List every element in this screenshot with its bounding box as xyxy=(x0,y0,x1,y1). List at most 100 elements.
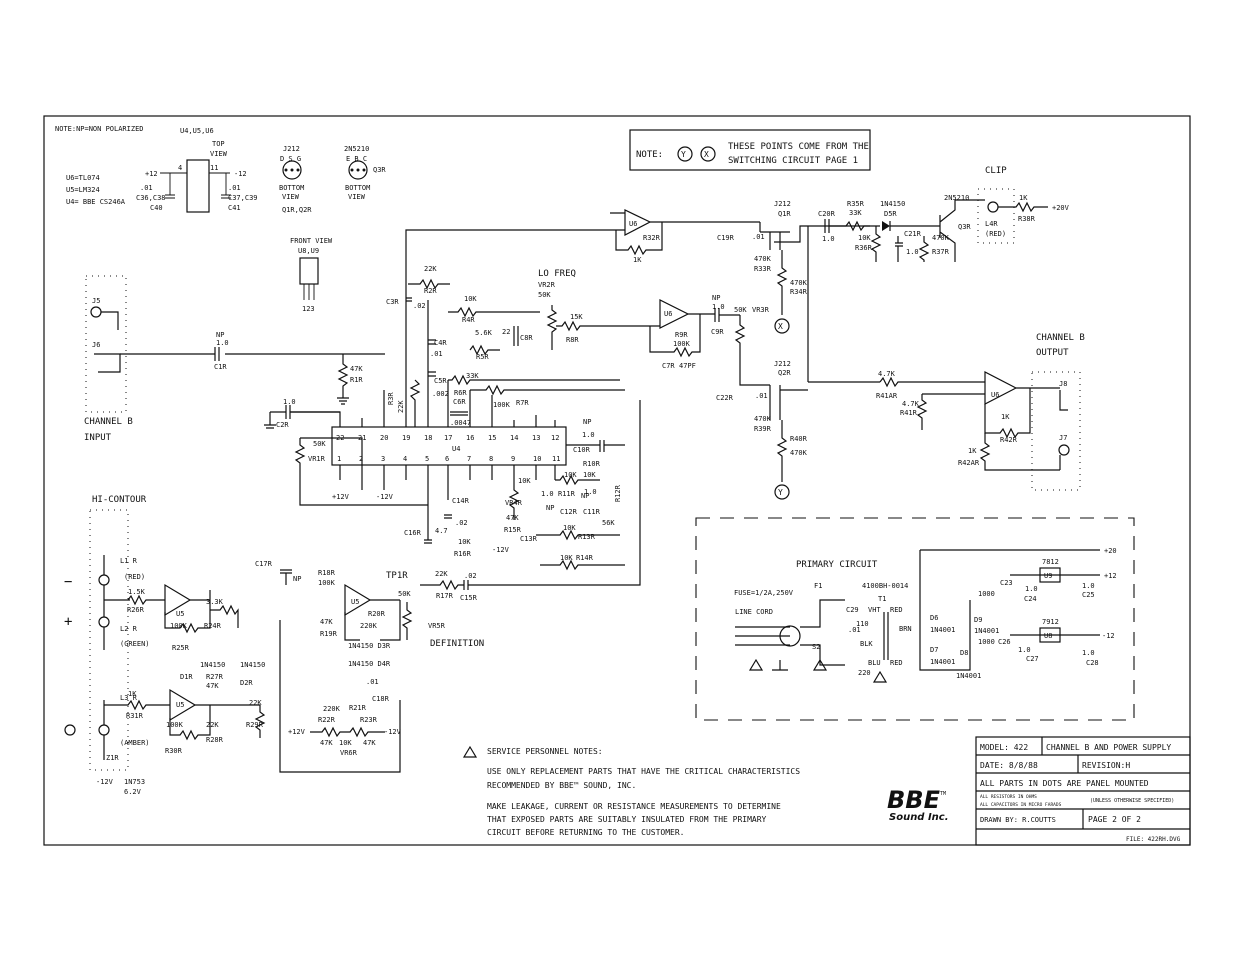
r41ar-label: R41AR xyxy=(876,392,898,400)
r16r-value: 10K xyxy=(458,538,471,546)
file-field: FILE: 422RH.DVG xyxy=(1126,836,1181,843)
u5a-label: U5 xyxy=(351,598,359,606)
c27-label: C27 xyxy=(1026,655,1039,663)
l1r-color: (RED) xyxy=(124,573,145,581)
u5b-label: U5 xyxy=(176,610,184,618)
c23-value: 1000 xyxy=(978,590,995,598)
r16r-label: R16R xyxy=(454,550,472,558)
d4r-label: 1N4150 D4R xyxy=(348,660,391,668)
primary-circuit-title: PRIMARY CIRCUIT xyxy=(796,560,878,570)
circle-marker-icon xyxy=(64,724,76,736)
r2r-label: R2R xyxy=(424,287,437,295)
panel-dots xyxy=(85,275,127,413)
c6r-value: .0047 xyxy=(450,419,471,427)
caps1b-label: C36,C38 xyxy=(136,194,166,202)
r42ar-label: R42AR xyxy=(958,459,980,467)
c18r-label: C18R xyxy=(372,695,390,703)
j5-label: J5 xyxy=(92,297,100,305)
u6-lo-freq: U6 R9R 100K C7R 47PF NP 1.0 C9R 50K VR3R xyxy=(649,294,770,386)
primary-circuit: PRIMARY CIRCUIT FUSE=1/2A,250V F1 LINE C… xyxy=(695,517,1135,721)
c27-value: 1.0 xyxy=(1018,646,1031,654)
front-view-label: FRONT VIEW xyxy=(290,237,333,245)
c28-value: 1.0 xyxy=(1082,649,1095,657)
nonpolar-note: NOTE:NP=NON POLARIZED xyxy=(55,125,144,133)
l2r-color: (GREEN) xyxy=(120,640,150,648)
opamp-u6a-icon xyxy=(624,209,652,236)
transformer-core-icon xyxy=(883,612,889,660)
t1-pn-label: 4100BH-0014 xyxy=(862,582,908,590)
hi-contour-title: HI-CONTOUR xyxy=(92,495,147,505)
red1-label: RED xyxy=(890,606,903,614)
u4-bottom-pin: 4 xyxy=(403,455,407,463)
r32r-value: 1K xyxy=(633,256,642,264)
u4-bottom-pin: 9 xyxy=(511,455,515,463)
vr2r-value: 50K xyxy=(538,291,551,299)
to92-icon-2 xyxy=(348,160,368,180)
to220-icon xyxy=(299,257,319,285)
c4r-label: C4R xyxy=(434,339,447,347)
plug-icon xyxy=(779,625,801,647)
r9r-label: R9R xyxy=(675,331,688,339)
definition-title: DEFINITION xyxy=(430,639,484,649)
red2-label: RED xyxy=(890,659,903,667)
c24-label: C24 xyxy=(1024,595,1037,603)
np-c10-label: NP xyxy=(583,418,591,426)
u9-label: U9 xyxy=(1044,572,1052,580)
d5r-label: 1N4150 xyxy=(880,200,905,208)
r40r-label: R40R xyxy=(790,435,808,443)
r15r-label: R15R xyxy=(504,526,522,534)
plus-marker: + xyxy=(64,614,72,630)
r8r-label: R8R xyxy=(566,336,579,344)
c2r-vr1r: 1.0 C2R 50K VR1R xyxy=(264,398,428,506)
c26-label: C26 xyxy=(998,638,1011,646)
d6-label: D6 xyxy=(930,614,938,622)
r27r-label: R27R xyxy=(206,673,224,681)
r33r-label: R33R xyxy=(754,265,772,273)
r41r-value: 4.7K xyxy=(902,400,920,408)
j212-pins-label: D S G xyxy=(280,155,301,163)
pin4-label: 4 xyxy=(178,164,182,172)
r6r-label: R6R xyxy=(454,389,467,397)
c17r-label: C17R xyxy=(255,560,273,568)
top-view-label2: VIEW xyxy=(210,150,228,158)
r29r-label: R29R xyxy=(246,721,264,729)
r31r-value: 1K xyxy=(128,690,137,698)
c21r-label: C21R xyxy=(904,230,922,238)
c24-value: 1.0 xyxy=(1025,585,1038,593)
l2r-label: L2 R xyxy=(120,625,138,633)
channel-b-output: CHANNEL B OUTPUT 4.7K R41AR 4.7K R41R U6… xyxy=(876,333,1085,491)
z1r-voltage: 6.2V xyxy=(124,788,142,796)
point-y-text-2: Y xyxy=(778,488,783,497)
u4u5u6-label: U4,U5,U6 xyxy=(180,127,214,135)
regulator-u9-icon xyxy=(1039,567,1061,583)
r26r-label: R26R xyxy=(127,606,145,614)
r11r-label: R11R xyxy=(558,490,576,498)
np-c9-label: NP xyxy=(712,294,720,302)
r11r-value: 10K xyxy=(583,471,596,479)
s2-label: S2 xyxy=(812,643,820,651)
u4-bottom-pin: 8 xyxy=(489,455,493,463)
t1-label: T1 xyxy=(878,595,886,603)
r40r-value: 470K xyxy=(790,449,808,457)
vr3r-value: 50K xyxy=(734,306,747,314)
r37r-value: 470K xyxy=(932,234,950,242)
r37r-label: R37R xyxy=(932,248,950,256)
u4-minus12: -12V xyxy=(376,493,394,501)
c26-value: 1000 xyxy=(978,638,995,646)
r36r-label: R36R xyxy=(855,244,873,252)
r19r-value: 47K xyxy=(320,618,333,626)
r42ar-value: 1K xyxy=(968,447,977,455)
l1r-label: L1 R xyxy=(120,557,138,565)
c14r-value: .02 xyxy=(455,519,468,527)
point-y-text: Y xyxy=(681,150,686,159)
u4-top-pin: 20 xyxy=(380,434,388,442)
pin11-label: 11 xyxy=(210,164,218,172)
d1r-label: 1N4150 xyxy=(200,661,225,669)
u4-bottom-pin: 2 xyxy=(359,455,363,463)
r9r-value: 100K xyxy=(673,340,691,348)
u6-note: U6=TL074 xyxy=(66,174,100,182)
pins-label: 123 xyxy=(302,305,315,313)
minus12v-label: -12V xyxy=(492,546,510,554)
r34r-value: 470K xyxy=(790,279,808,287)
